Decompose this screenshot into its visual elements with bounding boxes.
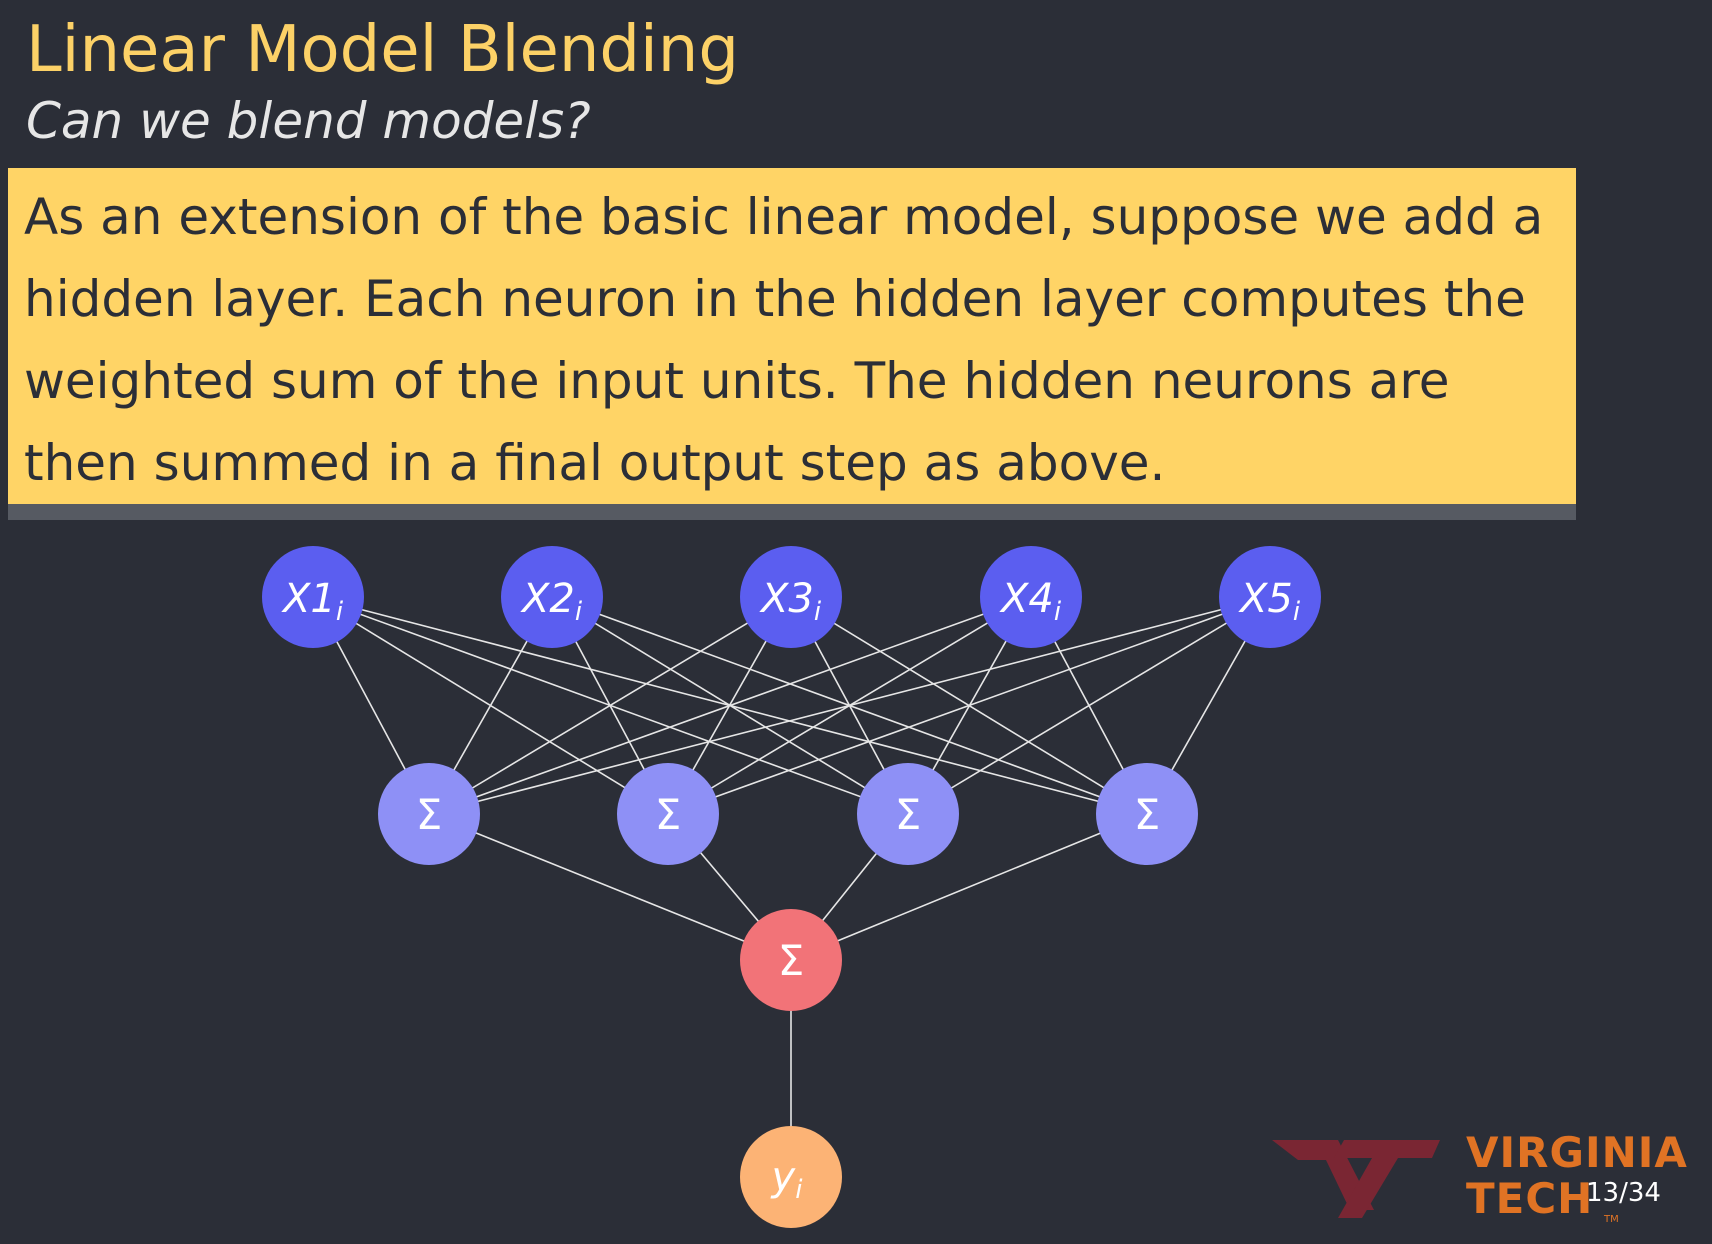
input-node-3-label: X3 [759,576,814,622]
edge-input-5-hidden-2 [667,596,1271,815]
hidden-node-4-label: Σ [1134,790,1161,839]
network-edges [312,596,1271,1177]
hidden-node-1-label: Σ [416,790,443,839]
input-node-5-subscript: i [1293,597,1301,627]
input-node-1-subscript: i [336,597,344,627]
input-node-4-subscript: i [1054,597,1062,627]
edge-hidden-4-output [790,813,1148,961]
input-node-4-label: X4 [999,576,1054,622]
output-sum-node: Σ [740,909,842,1011]
svg-text:X2i: X2i [520,576,583,627]
hidden-node-2-label: Σ [655,790,682,839]
input-node-5-label: X5 [1238,576,1293,622]
slide-subtitle: Can we blend models? [26,92,591,150]
svg-text:X5i: X5i [1238,576,1301,627]
slide-title: Linear Model Blending [26,13,739,87]
edge-input-5-hidden-3 [907,596,1271,815]
input-node-5: X5i [1219,546,1321,648]
page-number: 13/34 [1586,1178,1661,1208]
edge-input-5-hidden-1 [428,596,1271,815]
hidden-node-1: Σ [378,763,480,865]
hidden-node-2: Σ [617,763,719,865]
edge-hidden-1-output [428,813,792,961]
edge-input-4-hidden-1 [428,596,1032,815]
hidden-node-4: Σ [1096,763,1198,865]
vt-logo-mark [1272,1140,1440,1218]
svg-text:X3i: X3i [759,576,822,627]
result-node-label: y [771,1154,797,1200]
input-node-2-label: X2 [520,576,575,622]
logo-line-2: TECH [1466,1174,1594,1223]
svg-text:X4i: X4i [999,576,1062,627]
callout-box: As an extension of the basic linear mode… [8,168,1576,520]
edge-input-3-hidden-1 [428,596,792,815]
input-node-3: X3i [740,546,842,648]
input-node-3-subscript: i [814,597,822,627]
hidden-node-3: Σ [857,763,959,865]
result-node: yi [740,1126,842,1228]
input-node-2: X2i [501,546,603,648]
svg-text:X1i: X1i [281,576,344,627]
callout-text: As an extension of the basic linear mode… [24,188,1544,492]
input-node-4: X4i [980,546,1082,648]
input-node-1: X1i [262,546,364,648]
logo-line-1: VIRGINIA [1466,1128,1688,1177]
input-node-1-label: X1 [281,576,336,622]
logo-trademark: TM [1604,1214,1619,1225]
output-sum-label: Σ [778,936,805,985]
result-node-subscript: i [795,1175,803,1205]
input-node-2-subscript: i [575,597,583,627]
hidden-node-3-label: Σ [895,790,922,839]
svg-text:yi: yi [771,1154,804,1205]
